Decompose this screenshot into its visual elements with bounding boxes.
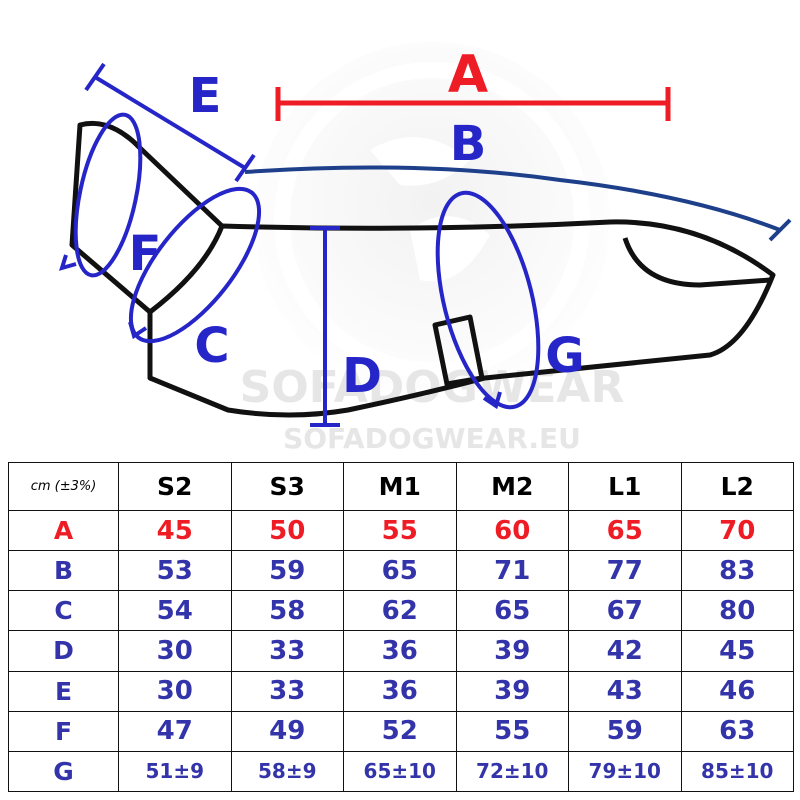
- table-cell: 36: [343, 630, 457, 672]
- table-cell: 47: [118, 710, 232, 752]
- table-cell: 79±10: [568, 750, 682, 793]
- table-cell: 51±9: [118, 750, 232, 793]
- table-cell: 30: [118, 670, 232, 712]
- size-table-header: cm (±3%) S2 S3 M1 M2 L1 L2: [8, 462, 794, 511]
- table-cell: 80: [680, 590, 794, 632]
- table-cell: 70: [680, 509, 794, 552]
- table-cell: 59: [230, 550, 344, 592]
- table-cell: 67: [568, 590, 682, 632]
- leg-opening-outline: [622, 237, 771, 288]
- table-row: C 54 58 62 65 67 80: [8, 590, 794, 632]
- collar-outline: [69, 120, 225, 315]
- table-cell: 46: [680, 670, 794, 712]
- table-cell: 42: [568, 630, 682, 672]
- table-cell: 50: [230, 509, 344, 552]
- measure-c: [128, 186, 262, 344]
- table-cell: 49: [230, 710, 344, 752]
- table-cell: 77: [568, 550, 682, 592]
- size-header: S3: [230, 462, 344, 511]
- table-cell: 39: [455, 670, 569, 712]
- label-e: E: [189, 68, 222, 124]
- garment-outline: [69, 120, 776, 418]
- table-cell: 39: [455, 630, 569, 672]
- label-b: B: [450, 116, 487, 172]
- row-label: C: [8, 590, 119, 632]
- table-cell: 83: [680, 550, 794, 592]
- table-cell: 85±10: [680, 750, 794, 793]
- table-cell: 53: [118, 550, 232, 592]
- measure-e: [84, 62, 256, 183]
- table-cell: 65±10: [343, 750, 457, 793]
- table-row: D 30 33 36 39 42 45: [8, 630, 794, 672]
- table-cell: 58±9: [230, 750, 344, 793]
- row-label: B: [8, 550, 119, 592]
- table-cell: 65: [455, 590, 569, 632]
- table-cell: 45: [118, 509, 232, 552]
- table-cell: 58: [230, 590, 344, 632]
- row-label: G: [8, 750, 119, 793]
- unit-label: cm (±3%): [8, 462, 119, 511]
- strap-outline: [432, 314, 485, 387]
- measure-b: [244, 165, 792, 242]
- garment-diagram: SOFADOGWEAR SOFADOGWEAR.EU A B E F C: [59, 42, 792, 455]
- table-cell: 43: [568, 670, 682, 712]
- table-cell: 63: [680, 710, 794, 752]
- diagram-svg: SOFADOGWEAR SOFADOGWEAR.EU A B E F C: [59, 42, 792, 455]
- table-cell: 72±10: [455, 750, 569, 793]
- table-cell: 52: [343, 710, 457, 752]
- row-label: A: [8, 509, 119, 552]
- body-outline: [147, 219, 776, 418]
- size-header: L2: [680, 462, 794, 511]
- size-table: cm (±3%) S2 S3 M1 M2 L1 L2 A 45 50 55 60…: [8, 462, 794, 793]
- label-d: D: [342, 348, 382, 404]
- table-row: G 51±9 58±9 65±10 72±10 79±10 85±10: [8, 750, 794, 793]
- watermark: SOFADOGWEAR SOFADOGWEAR.EU: [240, 42, 624, 455]
- watermark-shape: [410, 216, 490, 282]
- watermark-url: SOFADOGWEAR.EU: [283, 422, 581, 455]
- measure-d: [310, 226, 340, 427]
- label-c: C: [194, 318, 229, 374]
- table-cell: 55: [343, 509, 457, 552]
- table-row: E 30 33 36 39 43 46: [8, 670, 794, 712]
- table-row: F 47 49 52 55 59 63: [8, 710, 794, 752]
- size-header: L1: [568, 462, 682, 511]
- table-cell: 62: [343, 590, 457, 632]
- table-cell: 54: [118, 590, 232, 632]
- table-cell: 65: [343, 550, 457, 592]
- row-label: D: [8, 630, 119, 672]
- size-table-body: A 45 50 55 60 65 70 B 53 59 65 71 77 83 …: [8, 509, 794, 793]
- table-cell: 33: [230, 630, 344, 672]
- row-label: E: [8, 670, 119, 712]
- size-header: M2: [455, 462, 569, 511]
- table-cell: 36: [343, 670, 457, 712]
- label-a: A: [448, 45, 488, 105]
- label-g: G: [545, 328, 584, 384]
- table-cell: 65: [568, 509, 682, 552]
- size-header: M1: [343, 462, 457, 511]
- table-cell: 33: [230, 670, 344, 712]
- row-label: F: [8, 710, 119, 752]
- table-cell: 30: [118, 630, 232, 672]
- watermark-ring: [274, 62, 590, 378]
- measure-g: [435, 190, 541, 410]
- header-row: cm (±3%) S2 S3 M1 M2 L1 L2: [8, 462, 794, 511]
- table-cell: 60: [455, 509, 569, 552]
- size-header: S2: [118, 462, 232, 511]
- watermark-shape: [370, 137, 470, 186]
- table-cell: 71: [455, 550, 569, 592]
- measure-a: [275, 87, 671, 121]
- table-row: B 53 59 65 71 77 83: [8, 550, 794, 592]
- table-row: A 45 50 55 60 65 70: [8, 509, 794, 552]
- table-cell: 59: [568, 710, 682, 752]
- table-cell: 45: [680, 630, 794, 672]
- measure-f: [59, 112, 143, 278]
- table-cell: 55: [455, 710, 569, 752]
